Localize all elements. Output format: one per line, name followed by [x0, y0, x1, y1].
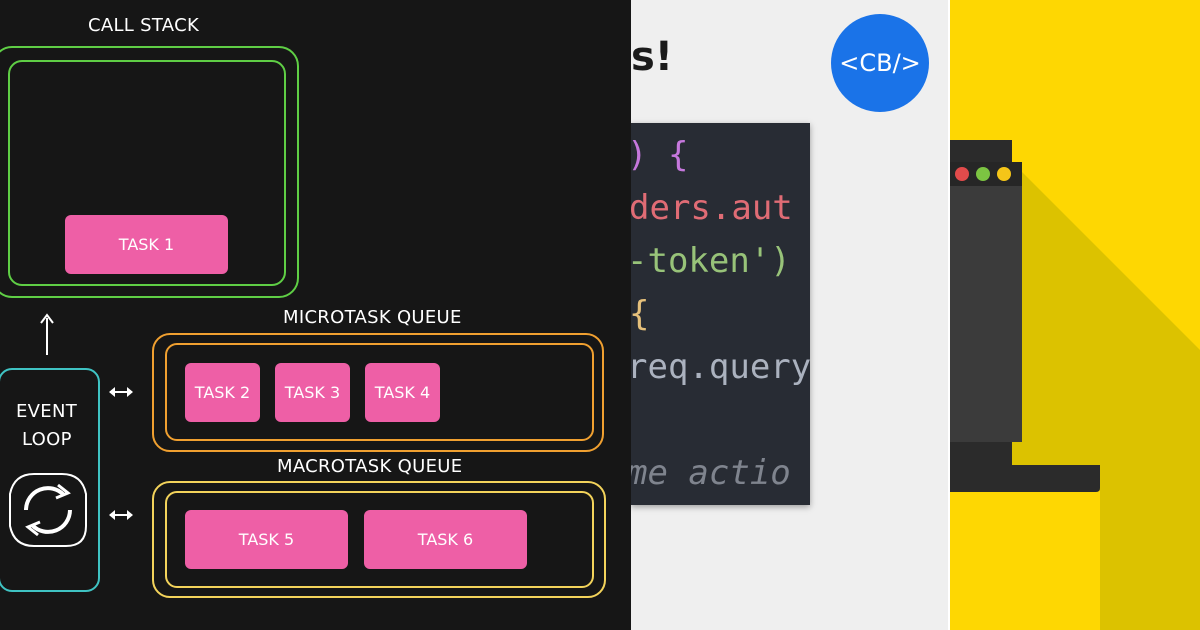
up-arrow-icon	[36, 312, 58, 356]
code-line: {	[631, 294, 650, 334]
event-loop-label-line1: EVENT	[16, 401, 78, 422]
code-line: -token')	[631, 241, 791, 281]
call-stack-outer-box	[0, 46, 299, 298]
microtask-queue-outer-box	[152, 333, 604, 452]
code-line: req.query	[631, 347, 810, 387]
code-line: me actio	[631, 453, 791, 493]
article-title-fragment: s!	[631, 34, 674, 80]
task-5: TASK 5	[185, 510, 348, 569]
task-2: TASK 2	[185, 363, 260, 422]
loop-cycle-icon	[6, 468, 90, 552]
call-stack-inner-box	[8, 60, 286, 286]
laptop-illustration	[950, 0, 1200, 630]
task-3: TASK 3	[275, 363, 350, 422]
cb-logo-icon: <CB/>	[831, 14, 929, 112]
double-arrow-icon	[107, 507, 135, 523]
macrotask-queue-outer-box	[152, 481, 606, 598]
task-6: TASK 6	[364, 510, 527, 569]
macrotask-queue-inner-box	[165, 491, 594, 588]
macrotask-queue-label: MACROTASK QUEUE	[277, 456, 463, 477]
task-4: TASK 4	[365, 363, 440, 422]
call-stack-label: CALL STACK	[88, 15, 200, 36]
event-loop-box	[0, 368, 100, 592]
microtask-queue-inner-box	[165, 343, 594, 441]
laptop-icon	[950, 140, 1200, 630]
code-snippet: ) { ders.aut -token') { req.query me act…	[631, 123, 810, 505]
event-loop-label-line2: LOOP	[22, 429, 72, 450]
event-loop-diagram: CALL STACK TASK 1 EVENT LOOP MICROTASK Q…	[0, 0, 631, 630]
microtask-queue-label: MICROTASK QUEUE	[283, 307, 462, 328]
code-line: ) {	[631, 135, 689, 175]
article-card: s! <CB/> ) { ders.aut -token') { req.que…	[631, 0, 950, 630]
task-1: TASK 1	[65, 215, 228, 274]
double-arrow-icon	[107, 384, 135, 400]
code-line: ders.aut	[631, 188, 793, 228]
